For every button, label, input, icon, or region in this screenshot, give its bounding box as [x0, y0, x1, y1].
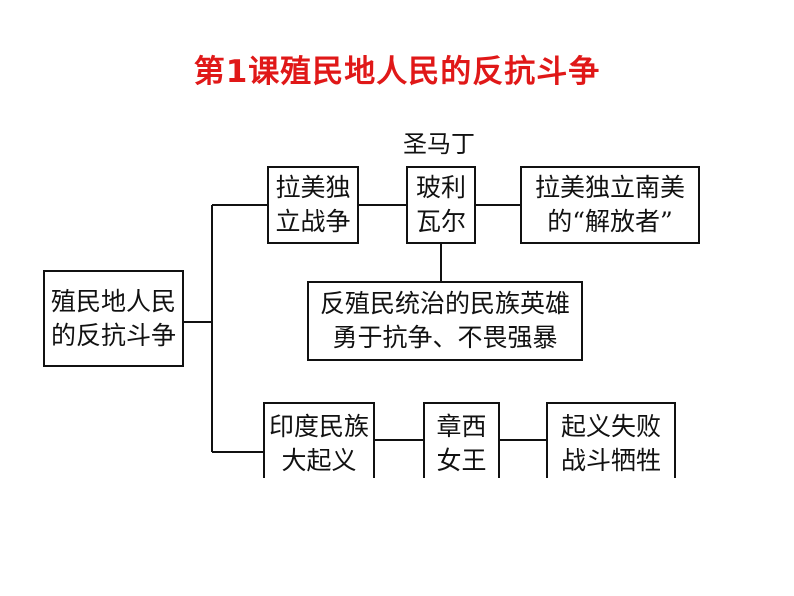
uprising-outcome-box: 起义失败 战斗牺牲: [546, 402, 676, 482]
indian-uprising-line2: 大起义: [281, 446, 357, 475]
root-line2: 的反抗斗争: [50, 320, 176, 350]
bolivar-line1: 玻利: [415, 173, 466, 202]
indian-uprising-line1: 印度民族: [268, 412, 369, 441]
hero-evaluation-line1: 反殖民统治的民族英雄: [319, 289, 570, 318]
page-title: 第1课殖民地人民的反抗斗争: [193, 54, 601, 90]
latin-war-line2: 立战争: [275, 207, 351, 236]
rani-box: 章西 女王: [423, 402, 500, 482]
indian-uprising-box: 印度民族 大起义: [263, 402, 375, 482]
liberator-line1: 拉美独立南美: [534, 173, 685, 202]
san-martin-label: 圣马丁: [403, 130, 475, 158]
bolivar-line2: 瓦尔: [415, 207, 466, 236]
root-box: 殖民地人民 的反抗斗争: [43, 270, 184, 367]
bolivar-box: 玻利 瓦尔: [406, 166, 476, 244]
rani-line2: 女王: [436, 446, 487, 475]
latin-war-line1: 拉美独: [275, 173, 351, 202]
uprising-outcome-line2: 战斗牺牲: [560, 446, 661, 475]
hero-evaluation-line2: 勇于抗争、不畏强暴: [332, 323, 558, 352]
hero-evaluation-box: 反殖民统治的民族英雄 勇于抗争、不畏强暴: [307, 281, 583, 361]
root-line1: 殖民地人民: [50, 286, 176, 316]
uprising-outcome-line1: 起义失败: [560, 412, 661, 441]
rani-line1: 章西: [436, 412, 487, 441]
liberator-box: 拉美独立南美 的“解放者”: [520, 166, 700, 244]
liberator-line2: 的“解放者”: [547, 207, 673, 236]
image-crop-edge: [0, 478, 794, 596]
latin-war-box: 拉美独 立战争: [267, 166, 359, 244]
